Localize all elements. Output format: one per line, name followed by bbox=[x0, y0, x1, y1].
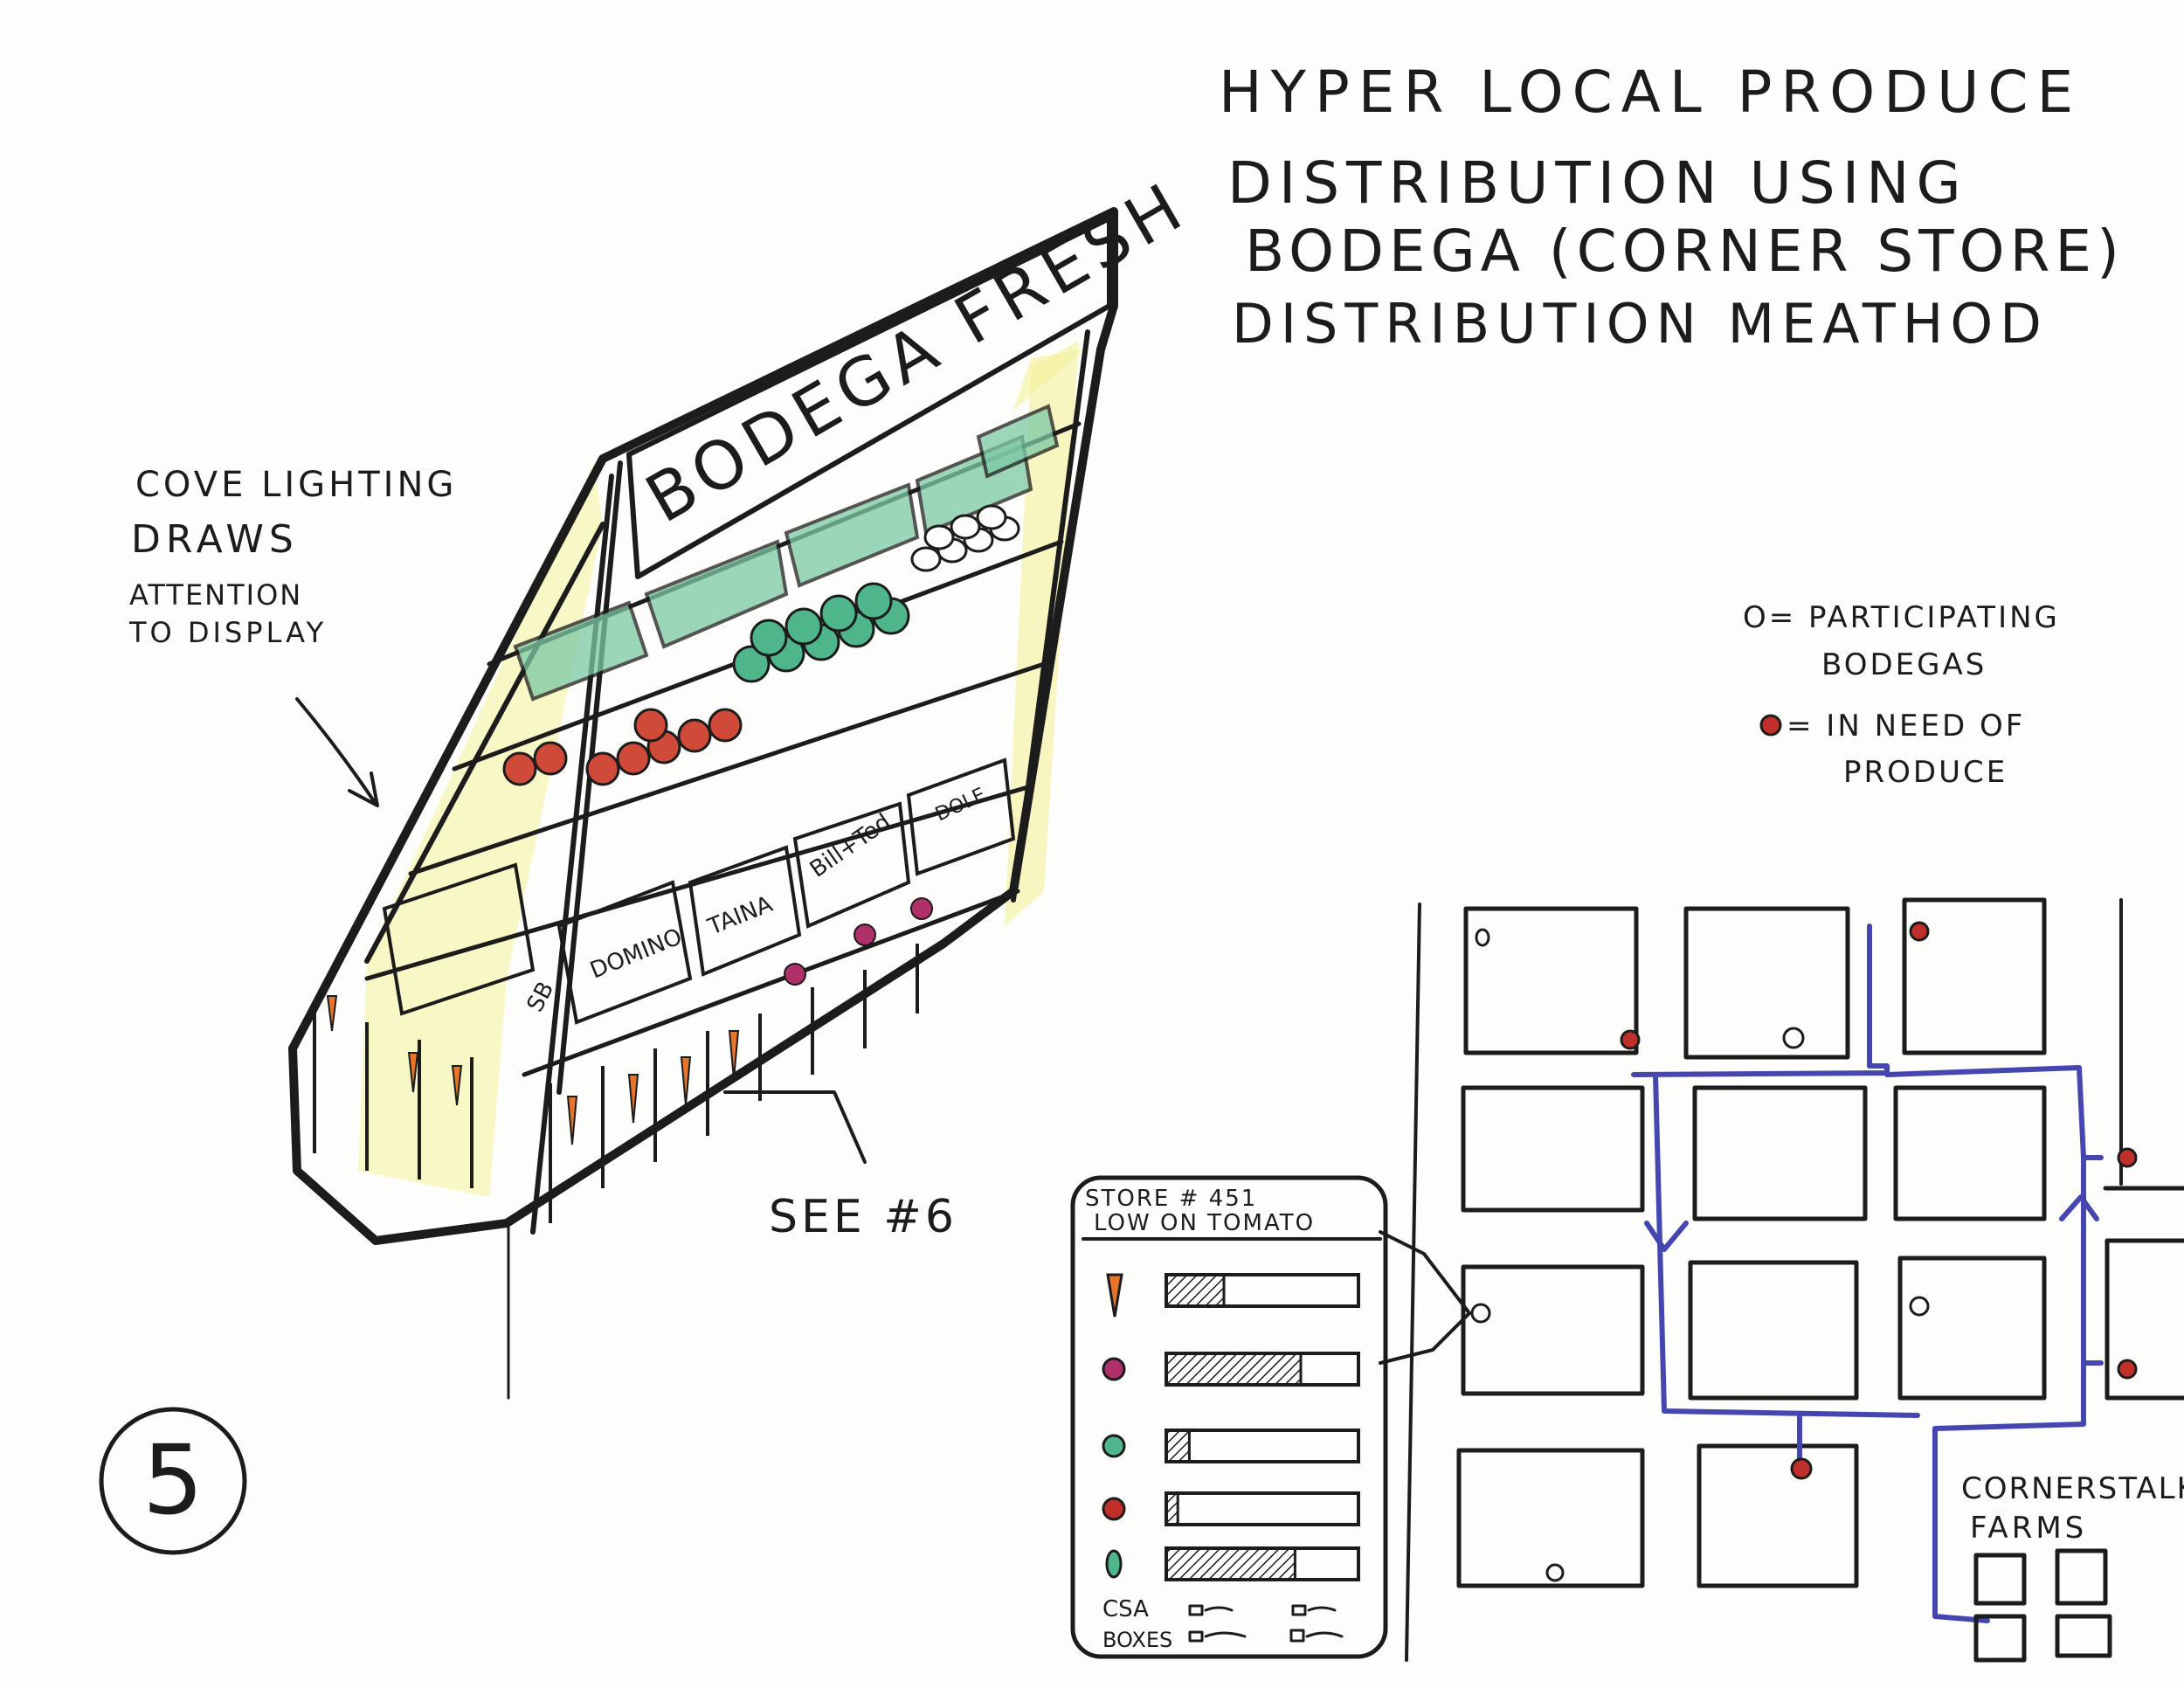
shelf-5 bbox=[522, 889, 1020, 1077]
bodegas-in-need bbox=[1620, 921, 2138, 1480]
card-leader bbox=[1379, 1230, 1471, 1365]
carrots bbox=[326, 995, 740, 1145]
carrot-icon bbox=[1106, 1273, 1123, 1318]
tomatoes bbox=[502, 708, 743, 786]
leafy-greens bbox=[513, 404, 1060, 702]
stock-bar-outline bbox=[1165, 1491, 1360, 1526]
tomato-icon bbox=[1102, 1497, 1126, 1521]
participating-bodegas bbox=[1470, 928, 1930, 1582]
cove-note-line-2: DRAWS bbox=[131, 517, 299, 562]
delivery-route bbox=[1631, 924, 2104, 1623]
shelf-4 bbox=[364, 784, 1033, 981]
cove-light-left bbox=[358, 463, 603, 1197]
store-card-title-2: LOW ON TOMATO bbox=[1094, 1210, 1315, 1236]
see-ref-note: SEE #6 bbox=[723, 1090, 957, 1243]
store-card: STORE # 451 LOW ON TOMATO CSA BOXES bbox=[1070, 1175, 1388, 1659]
store-card-title-1: STORE # 451 bbox=[1085, 1186, 1257, 1212]
city-blocks bbox=[1456, 897, 2184, 1588]
cove-light-top bbox=[1013, 349, 1083, 411]
csa-boxes-marks bbox=[1188, 1604, 1344, 1643]
page-number: 5 bbox=[99, 1407, 247, 1555]
route-arrow-down bbox=[1644, 1221, 1689, 1252]
csa-label-2: BOXES bbox=[1102, 1628, 1172, 1652]
product-boxes bbox=[382, 758, 1016, 1025]
box-label-domino: DOMINO bbox=[586, 924, 686, 984]
farm-label-line-1: CORNERSTALK bbox=[1961, 1471, 2184, 1506]
sign-panel bbox=[626, 216, 1112, 579]
cove-note-line-3: ATTENTION bbox=[129, 578, 302, 612]
cove-note-line-1: COVE LIGHTING bbox=[135, 465, 457, 505]
legend: O= PARTICIPATING BODEGAS = IN NEED OF PR… bbox=[1743, 600, 2060, 790]
beet-icon bbox=[1102, 1357, 1126, 1381]
box-label-taina: TAINA bbox=[703, 891, 776, 941]
farm-label-line-2: FARMS bbox=[1970, 1511, 2087, 1546]
store-card-frame bbox=[1070, 1175, 1388, 1659]
legend-participating-1: O= PARTICIPATING bbox=[1743, 600, 2060, 635]
box-label-dole: DOLE bbox=[932, 784, 989, 826]
green-round-icon bbox=[1102, 1434, 1126, 1458]
city-map: CORNERSTALK FARMS bbox=[1379, 897, 2184, 1663]
stock-bar-fill bbox=[1165, 1546, 1296, 1581]
display-case: BODEGA FRESH bbox=[288, 165, 1200, 1400]
shelf-3 bbox=[408, 661, 1047, 876]
title-line-1: HYPER LOCAL PRODUCE bbox=[1219, 59, 2082, 126]
cucumber-icon bbox=[1105, 1549, 1123, 1579]
cove-note-arrow bbox=[295, 697, 379, 807]
legend-need-dot bbox=[1759, 714, 1782, 737]
stock-bar-fill bbox=[1165, 1429, 1191, 1463]
stock-bars bbox=[1102, 1273, 1360, 1581]
bottom-bins bbox=[313, 944, 919, 1223]
cove-lighting-note: COVE LIGHTING DRAWS ATTENTION TO DISPLAY bbox=[128, 465, 457, 807]
eggs bbox=[910, 504, 1020, 572]
legend-need-2: PRODUCE bbox=[1843, 755, 2008, 790]
title-line-4: DISTRIBUTION MEATHOD bbox=[1232, 292, 2049, 356]
legend-need-1: = IN NEED OF bbox=[1787, 709, 2025, 744]
stock-bar-fill bbox=[1165, 1491, 1179, 1526]
see-ref-leader bbox=[723, 1090, 867, 1164]
cove-light-right bbox=[1005, 341, 1079, 926]
case-frame-outer bbox=[288, 207, 1118, 1245]
street-edge-left bbox=[1405, 903, 1421, 1662]
farm-plots bbox=[1973, 1548, 2112, 1663]
title-line-2: DISTRIBUTION USING bbox=[1227, 149, 1968, 217]
cove-note-line-4: TO DISPLAY bbox=[128, 616, 327, 649]
beets bbox=[784, 897, 933, 986]
stock-bar-fill bbox=[1165, 1352, 1303, 1387]
stock-bar-fill bbox=[1165, 1273, 1226, 1308]
title-line-3: BODEGA (CORNER STORE) bbox=[1245, 218, 2125, 285]
see-ref-text: SEE #6 bbox=[769, 1191, 957, 1243]
title-block: HYPER LOCAL PRODUCE DISTRIBUTION USING B… bbox=[1219, 59, 2125, 356]
csa-label-1: CSA bbox=[1102, 1596, 1149, 1622]
green-produce bbox=[732, 582, 910, 683]
stock-bar-outline bbox=[1165, 1429, 1360, 1463]
route-arrow-up bbox=[2059, 1194, 2099, 1221]
page-number-text: 5 bbox=[142, 1424, 204, 1536]
legend-participating-2: BODEGAS bbox=[1821, 647, 1987, 682]
